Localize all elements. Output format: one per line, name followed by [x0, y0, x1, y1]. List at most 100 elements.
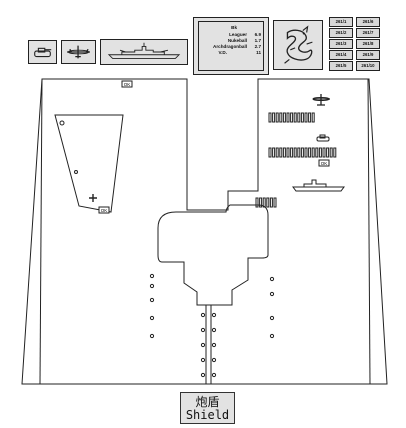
peg-hole: [149, 297, 155, 303]
barricade-block: [333, 147, 337, 158]
stat-label: Nukeball: [227, 38, 247, 43]
right-edge-line: [367, 78, 371, 385]
stat-value: 11: [256, 50, 261, 55]
tank-unit-tile[interactable]: [28, 40, 57, 64]
barricade-block: [322, 147, 326, 158]
dock-marker: [318, 159, 330, 167]
peg-hole: [149, 273, 155, 279]
peg-hole: [149, 315, 155, 321]
barricade-block: [304, 147, 308, 158]
crosshair-icon: [89, 194, 97, 202]
barricade-block: [326, 147, 330, 158]
outpost-dot: [74, 170, 78, 174]
barricade-block: [275, 112, 279, 123]
barricade-rows: [255, 112, 337, 208]
barricade-block: [297, 147, 301, 158]
barricade-block: [275, 147, 279, 158]
barricade-block: [286, 147, 290, 158]
top-marker: [121, 80, 133, 88]
peg-hole: [200, 327, 206, 333]
tank-turret: [319, 134, 326, 139]
barricade-block: [273, 197, 277, 208]
barricade-block: [311, 112, 315, 123]
barricade-block: [290, 112, 294, 123]
stat-label: V.D.: [218, 50, 227, 55]
barricade-block: [300, 147, 304, 158]
code-cell[interactable]: 261/7: [356, 28, 380, 38]
code-cell[interactable]: 261/4: [329, 50, 353, 60]
barricade-block: [272, 147, 276, 158]
barricade-block: [268, 147, 272, 158]
shield-label-zh: 炮盾: [195, 395, 220, 409]
barricade-block: [297, 112, 301, 123]
code-cell[interactable]: 261/5: [329, 61, 353, 71]
barricade-block: [255, 197, 259, 208]
code-cell[interactable]: 261/2: [329, 28, 353, 38]
stat-label: Archdragonball: [213, 44, 247, 49]
barricade-block: [268, 112, 272, 123]
peg-hole: [269, 276, 275, 282]
fortress-outline: [157, 204, 269, 306]
barricade-block: [282, 147, 286, 158]
peg-hole: [211, 327, 217, 333]
peg-hole: [149, 333, 155, 339]
dock-marker-label: OK: [321, 161, 328, 166]
side-marker: [98, 206, 110, 214]
board-outline: [21, 78, 388, 385]
code-cell[interactable]: 261/8: [356, 39, 380, 49]
barricade-block: [304, 112, 308, 123]
peg-hole: [269, 333, 275, 339]
stats-panel: Bk Leaguer 6.9 Nukeball 1.7 Archdragonball…: [193, 17, 269, 75]
peg-hole: [211, 312, 217, 318]
peg-hole: [200, 312, 206, 318]
peg-hole: [211, 342, 217, 348]
barricade-block: [262, 197, 266, 208]
barricade-block: [279, 147, 283, 158]
stat-value: 1.7: [254, 38, 261, 43]
peg-hole: [211, 372, 217, 378]
barricade-block: [300, 112, 304, 123]
stat-label: Leaguer: [229, 32, 247, 37]
shield-label-en: Shield: [185, 408, 230, 422]
plane-body: [312, 97, 330, 101]
barricade-block: [266, 197, 270, 208]
code-cell[interactable]: 261/9: [356, 50, 380, 60]
code-cell[interactable]: 261/10: [356, 61, 380, 71]
barricade-block: [282, 112, 286, 123]
left-outpost: [54, 114, 124, 213]
stat-value: 6.9: [254, 32, 261, 37]
shield-button[interactable]: 炮盾 Shield: [180, 392, 235, 424]
plane-icon: [67, 45, 90, 59]
code-cell[interactable]: 261/3: [329, 39, 353, 49]
barricade-block: [290, 147, 294, 158]
barricade-block: [315, 147, 319, 158]
barricade-block: [308, 147, 312, 158]
barricade-block: [286, 112, 290, 123]
code-cell[interactable]: 261/6: [356, 17, 380, 27]
barricade-block: [293, 112, 297, 123]
outpost-dot: [59, 120, 65, 126]
barricade-block: [272, 112, 276, 123]
barricade-block: [308, 112, 312, 123]
peg-hole: [200, 357, 206, 363]
code-cell[interactable]: 261/1: [329, 17, 353, 27]
stat-value: 2.7: [254, 44, 261, 49]
plane-unit-tile[interactable]: [61, 40, 96, 64]
barricade-block: [329, 147, 333, 158]
peg-hole: [149, 283, 155, 289]
peg-hole: [269, 315, 275, 321]
peg-hole: [211, 357, 217, 363]
warship-icon: [107, 42, 181, 59]
tank-icon: [316, 136, 330, 142]
peg-holes: [149, 273, 275, 378]
stats-title: Bk: [231, 25, 237, 30]
barricade-block: [279, 112, 283, 123]
barricade-block: [318, 147, 322, 158]
plane-icon: [313, 94, 330, 106]
dragon-emblem-icon: [284, 25, 313, 64]
warship-unit-tile[interactable]: [100, 39, 188, 65]
dragon-emblem-tile: [273, 20, 323, 70]
barricade-block: [269, 197, 273, 208]
peg-hole: [200, 372, 206, 378]
